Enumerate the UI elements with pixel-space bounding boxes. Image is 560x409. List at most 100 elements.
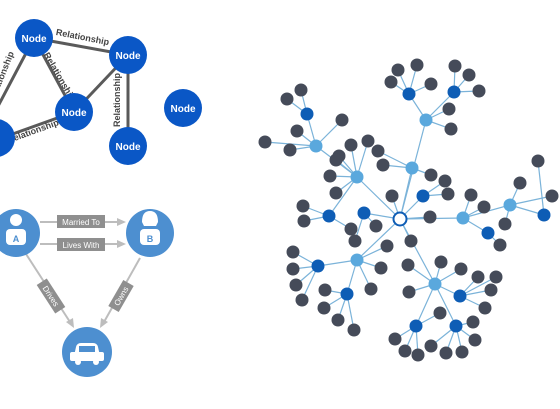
- network-node: [489, 270, 503, 284]
- network-node: [433, 306, 447, 320]
- network-node: [371, 144, 385, 158]
- network-node: [423, 210, 437, 224]
- network-node: [331, 313, 345, 327]
- network-node-blue: [357, 206, 371, 220]
- vehicle-node: [62, 327, 112, 377]
- person-b-label: B: [147, 234, 154, 244]
- network-node: [335, 113, 349, 127]
- graph-node: Node: [109, 36, 147, 74]
- network-node: [317, 301, 331, 315]
- network-edge: [434, 283, 457, 327]
- network-node: [498, 217, 512, 231]
- network-node: [283, 143, 297, 157]
- network-edge: [459, 276, 497, 297]
- network-node: [296, 199, 310, 213]
- network-node-blue: [481, 226, 495, 240]
- person-a-label: A: [13, 234, 20, 244]
- network-node: [424, 339, 438, 353]
- network-node: [439, 346, 453, 360]
- relationship-example-diagram: Married To Lives With Drives Owns A: [0, 209, 174, 377]
- network-node-hub: [428, 277, 442, 291]
- network-node: [323, 169, 337, 183]
- arrowhead: [117, 240, 126, 248]
- node-label: Node: [22, 34, 47, 45]
- edge-label: Relationship: [112, 73, 122, 128]
- network-node: [472, 84, 486, 98]
- network-node: [464, 188, 478, 202]
- network-node: [545, 189, 559, 203]
- network-edge: [399, 167, 413, 220]
- person-a-node: A: [0, 209, 40, 257]
- network-node: [401, 258, 415, 272]
- network-node-blue: [300, 107, 314, 121]
- network-node: [344, 222, 358, 236]
- network-node: [484, 283, 498, 297]
- network-node: [369, 219, 383, 233]
- network-node: [290, 124, 304, 138]
- person-icon: [6, 214, 26, 245]
- network-edge: [356, 218, 401, 261]
- graph-node: Node: [164, 89, 202, 127]
- arrowhead: [100, 318, 108, 328]
- person-icon: [140, 211, 160, 245]
- network-node-hub: [350, 170, 364, 184]
- network-node: [329, 186, 343, 200]
- network-node: [361, 134, 375, 148]
- node-label: Node: [116, 142, 141, 153]
- node-label: Node: [171, 104, 196, 115]
- network-node: [402, 285, 416, 299]
- network-node-blue: [402, 87, 416, 101]
- network-edge: [317, 259, 358, 267]
- network-node-blue: [340, 287, 354, 301]
- network-node: [295, 293, 309, 307]
- network-edge: [425, 91, 455, 121]
- network-node: [471, 270, 485, 284]
- network-node: [513, 176, 527, 190]
- network-node: [411, 348, 425, 362]
- network-node: [493, 238, 507, 252]
- badge-drives: Drives: [36, 278, 66, 314]
- label-married-to: Married To: [62, 218, 100, 227]
- network-node: [442, 102, 456, 116]
- badge-owns: Owns: [108, 280, 134, 312]
- car-icon: [70, 343, 104, 365]
- network-node-hub: [419, 113, 433, 127]
- network-node-blue: [311, 259, 325, 273]
- network-node: [468, 333, 482, 347]
- network-node: [398, 344, 412, 358]
- network-node: [441, 187, 455, 201]
- network-node-blue: [322, 209, 336, 223]
- person-b-node: B: [126, 209, 174, 257]
- network-node-hub: [456, 211, 470, 225]
- badge-lives-with: [57, 238, 105, 251]
- network-node: [258, 135, 272, 149]
- network-node: [385, 189, 399, 203]
- network-node: [531, 154, 545, 168]
- network-node: [374, 261, 388, 275]
- network-node-hub: [405, 161, 419, 175]
- network-node: [348, 234, 362, 248]
- network-edge: [328, 176, 358, 217]
- network-node-blue: [416, 189, 430, 203]
- node-label: Node: [62, 108, 87, 119]
- network-node: [404, 234, 418, 248]
- arrowhead: [66, 318, 74, 328]
- network-node: [280, 92, 294, 106]
- network-center-node: [392, 211, 408, 227]
- graph-node: Node: [55, 93, 93, 131]
- graph-node-partial: [0, 119, 15, 157]
- network-edge: [356, 176, 401, 220]
- badge-married-to: [57, 215, 105, 228]
- network-node: [384, 75, 398, 89]
- network-edge: [537, 160, 545, 216]
- network-node: [294, 83, 308, 97]
- network-node: [477, 200, 491, 214]
- network-node: [455, 345, 469, 359]
- graph-node: Node: [109, 127, 147, 165]
- network-node-blue: [453, 289, 467, 303]
- network-node: [388, 332, 402, 346]
- graph-model-diagram: Relationship Relationship Relationship R…: [0, 19, 202, 165]
- network-node: [286, 245, 300, 259]
